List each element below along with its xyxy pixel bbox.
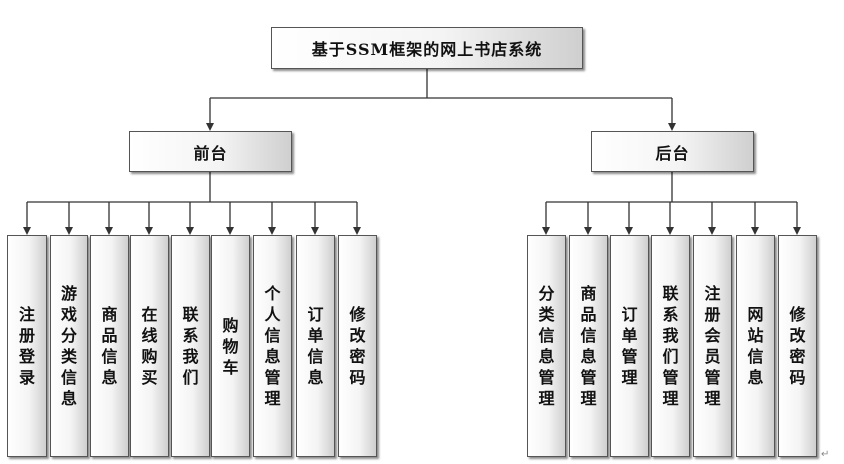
front-module-label: 商品信息 <box>101 305 118 387</box>
back-module-label: 商品信息管理 <box>580 284 597 408</box>
back-node: 后台 <box>591 131 754 172</box>
front-module-order-info: 订单信息 <box>296 235 335 457</box>
front-module-label: 联系我们 <box>182 305 199 387</box>
back-module-label: 订单管理 <box>621 305 638 387</box>
back-node-label: 后台 <box>655 143 690 163</box>
front-module-personal-info: 个人信息管理 <box>253 235 292 457</box>
front-module-contact-us: 联系我们 <box>171 235 210 457</box>
front-module-label: 购物车 <box>222 315 239 377</box>
back-module-label: 网站信息 <box>747 305 764 387</box>
front-module-game-category: 游戏分类信息 <box>50 235 88 457</box>
back-module-change-password: 修改密码 <box>778 235 817 457</box>
front-module-label: 游戏分类信息 <box>60 284 77 408</box>
front-module-product-info: 商品信息 <box>90 235 129 457</box>
back-module-member-management: 注册会员管理 <box>693 235 732 457</box>
back-module-label: 分类信息管理 <box>538 284 555 408</box>
back-module-product-management: 商品信息管理 <box>569 235 608 457</box>
back-module-order-management: 订单管理 <box>610 235 649 457</box>
root-node-label: 基于SSM框架的网上书店系统 <box>311 40 543 59</box>
back-module-label: 联系我们管理 <box>662 284 679 408</box>
back-module-contact-management: 联系我们管理 <box>651 235 690 457</box>
back-module-site-info: 网站信息 <box>736 235 775 457</box>
front-module-shopping-cart: 购物车 <box>211 235 250 457</box>
front-module-label: 修改密码 <box>349 305 366 387</box>
front-node: 前台 <box>129 131 292 172</box>
root-node: 基于SSM框架的网上书店系统 <box>271 27 583 69</box>
back-module-category-management: 分类信息管理 <box>527 235 566 457</box>
paragraph-mark: ↵ <box>821 449 830 460</box>
front-module-label: 在线购买 <box>141 305 158 387</box>
front-module-register-login: 注册登录 <box>7 235 47 457</box>
front-module-label: 个人信息管理 <box>264 284 281 408</box>
front-module-change-password: 修改密码 <box>338 235 377 457</box>
front-module-label: 注册登录 <box>18 305 35 387</box>
front-module-online-purchase: 在线购买 <box>130 235 169 457</box>
back-module-label: 注册会员管理 <box>704 284 721 408</box>
front-node-label: 前台 <box>193 143 228 163</box>
front-module-label: 订单信息 <box>307 305 324 387</box>
back-module-label: 修改密码 <box>789 305 806 387</box>
